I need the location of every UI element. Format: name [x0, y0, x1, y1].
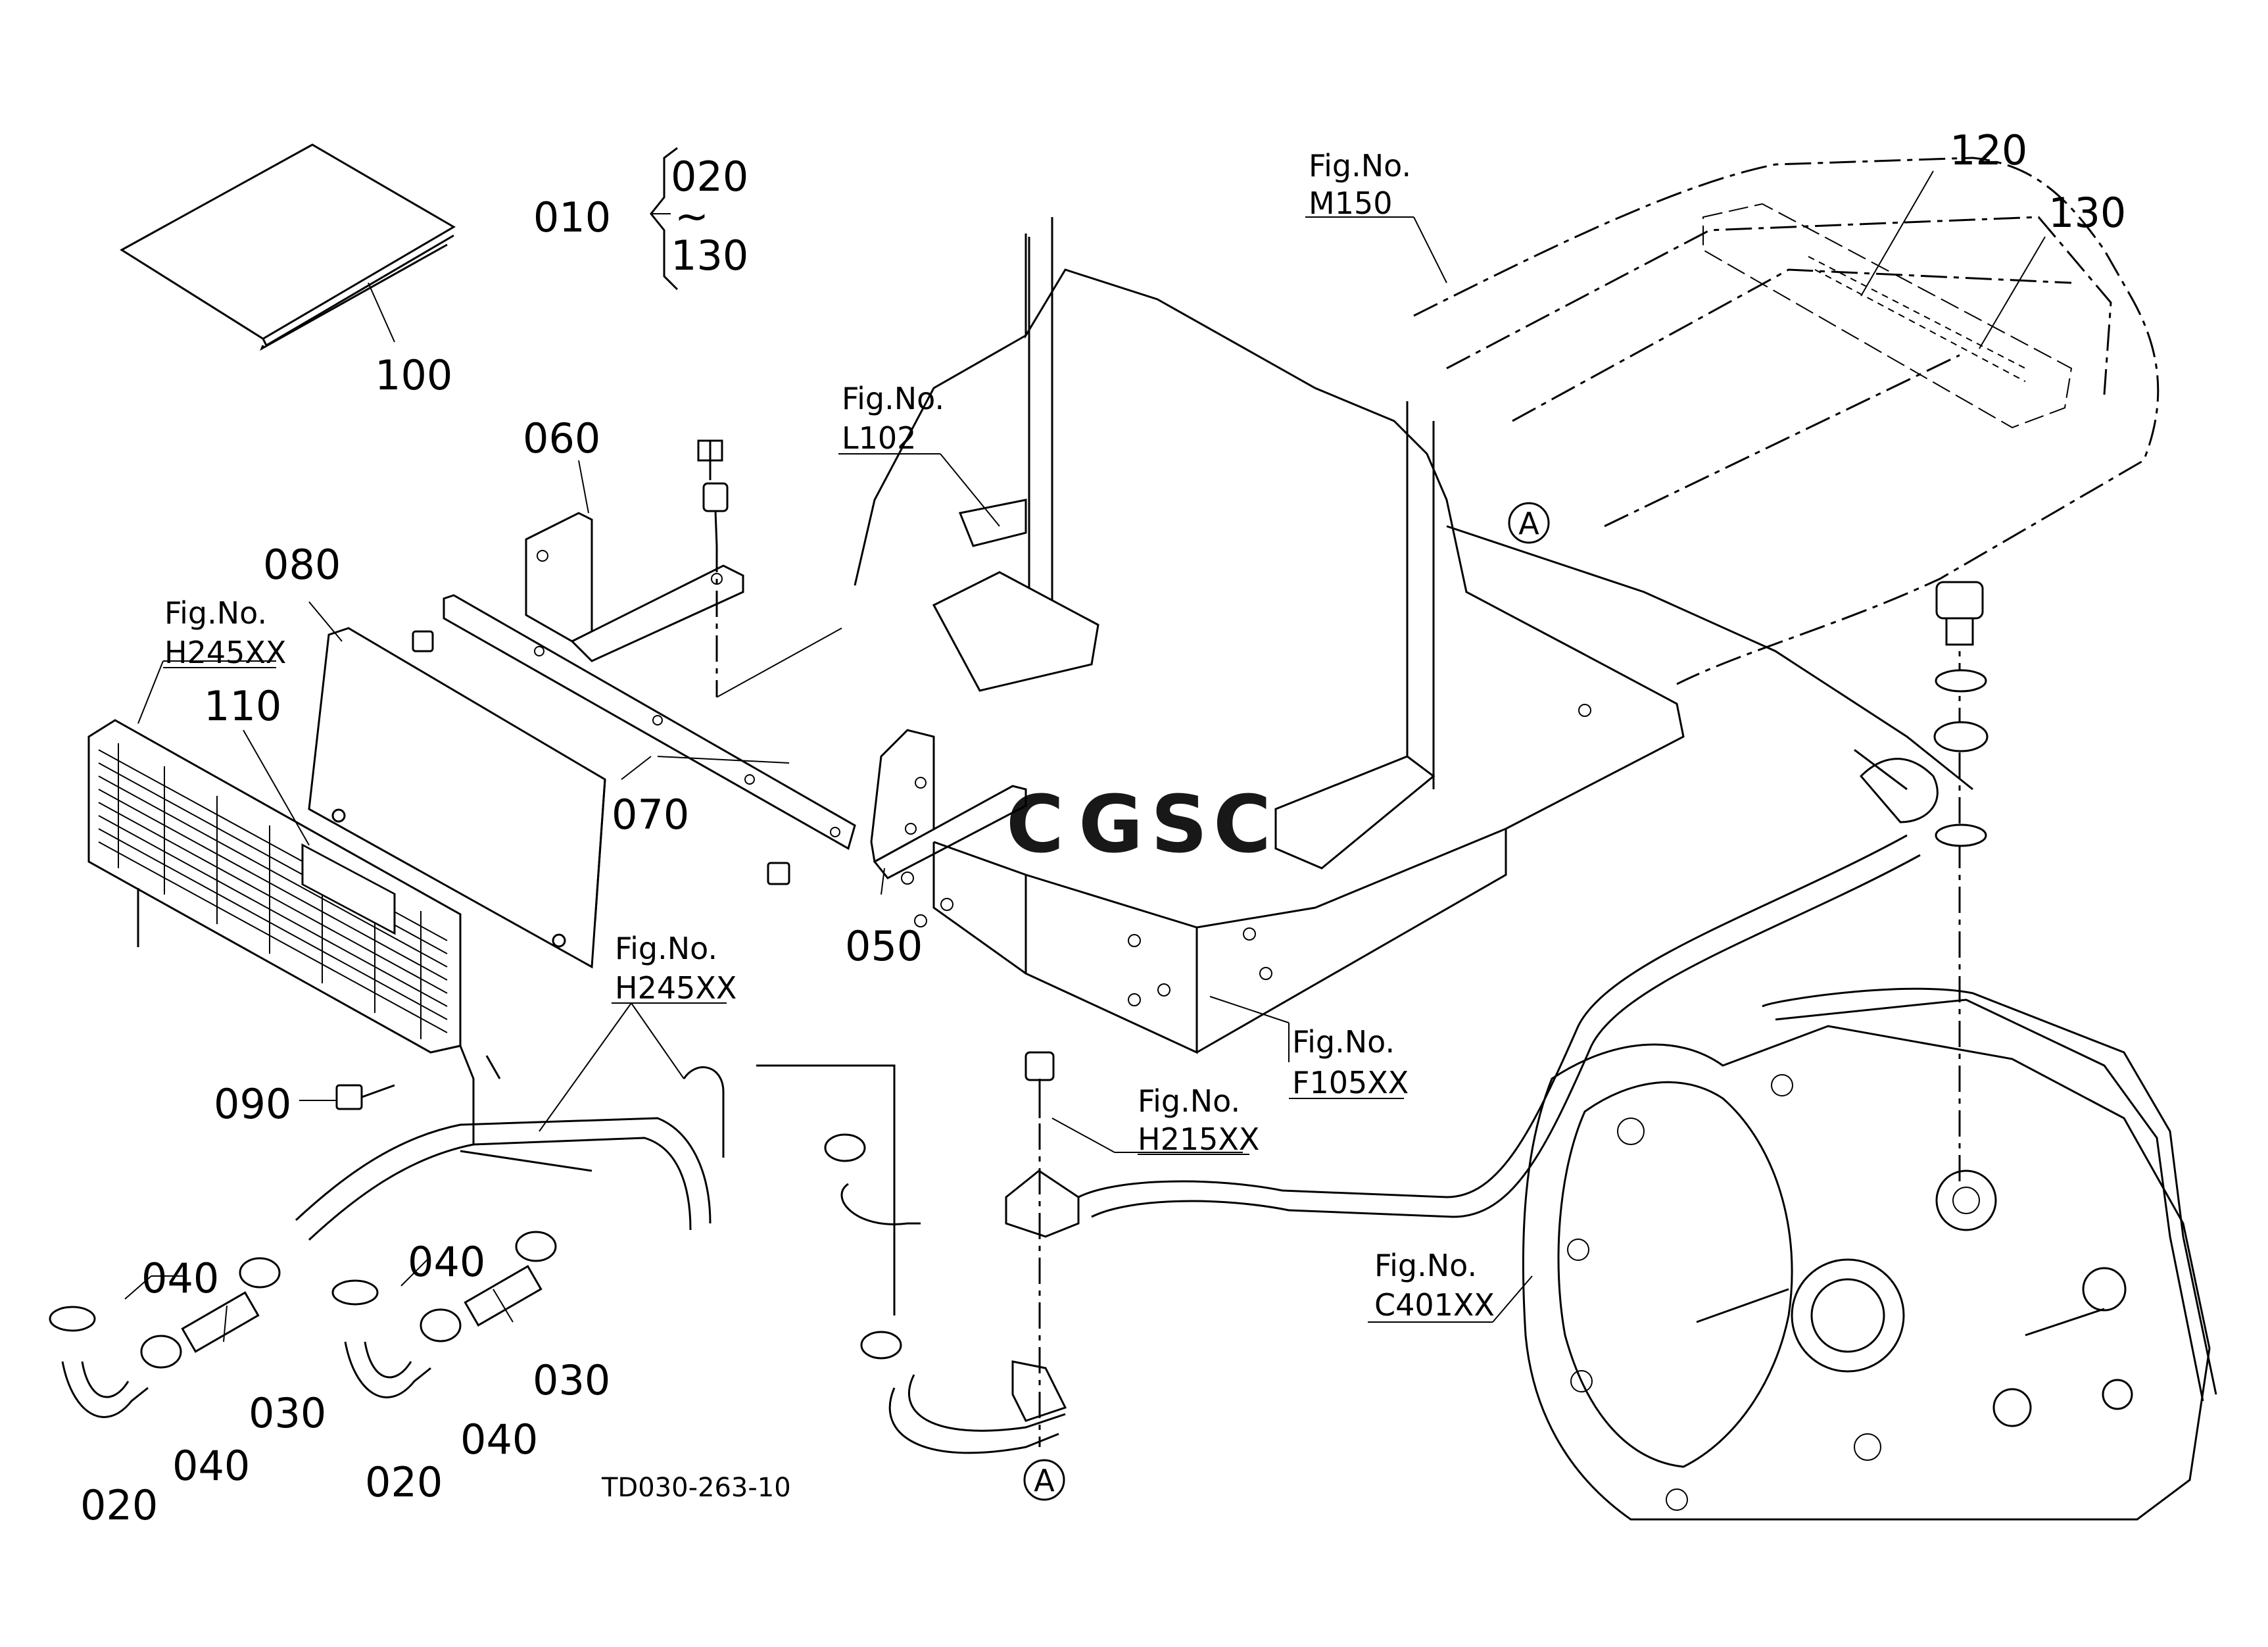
part-030-label-a: 030 [249, 1389, 326, 1437]
part-020-label-a: 020 [80, 1481, 158, 1529]
fig-f105-label: Fig.No. [1292, 1024, 1395, 1060]
fig-l102-ref: L102 [842, 420, 916, 456]
bracket-060-drawing [525, 439, 744, 662]
fig-h215-label: Fig.No. [1138, 1083, 1240, 1119]
fig-c401-label: Fig.No. [1374, 1248, 1477, 1283]
hose-020-left-drawing [61, 1361, 149, 1418]
hose-020-right-drawing [344, 1341, 431, 1398]
watermark-letter-3: S [1151, 779, 1207, 871]
marker-a-top: A [1518, 506, 1539, 541]
watermark: C G S C [1006, 779, 1271, 871]
bolt-top-drawing [702, 482, 729, 547]
part-110-label: 110 [204, 682, 281, 730]
kit-set-number: 010 [533, 193, 611, 241]
part-030-label-b: 030 [533, 1356, 610, 1404]
part-090-label: 090 [214, 1080, 291, 1128]
figure-ref-underlines [163, 216, 1493, 1323]
fig-h215-ref: H215XX [1138, 1121, 1259, 1157]
watermark-letter-1: C [1006, 779, 1064, 871]
part-020-label-b: 020 [365, 1458, 443, 1506]
kit-range-start: 020 [671, 153, 748, 201]
fig-l102-label: Fig.No. [842, 381, 944, 416]
fitting-stack-drawing [1854, 581, 1989, 847]
transmission-drawing [1522, 987, 2217, 1521]
part-050-label: 050 [845, 922, 923, 970]
fig-h245-mid-label: Fig.No. [615, 931, 717, 966]
clamp-group-drawing [49, 1133, 902, 1369]
fig-m150-label: Fig.No. [1309, 148, 1411, 184]
bracket-050-drawing [870, 729, 1027, 879]
stay-bar-drawing [443, 594, 856, 850]
part-100-label: 100 [375, 351, 452, 399]
cover-plate-drawing [308, 627, 606, 969]
manual-booklet-drawing [120, 143, 456, 351]
fender-drawing [1413, 157, 2159, 685]
bolt-050-drawing [767, 862, 790, 885]
watermark-letter-2: G [1078, 779, 1144, 871]
watermark-letter-4: C [1213, 779, 1271, 871]
fig-m150-ref: M150 [1309, 185, 1393, 221]
kit-range-end: 130 [671, 232, 748, 280]
marker-a-top-circle [1508, 502, 1550, 544]
part-040-label-c: 040 [408, 1238, 485, 1286]
part-040-label-d: 040 [460, 1415, 538, 1463]
fig-c401-ref: C401XX [1374, 1287, 1495, 1323]
part-120-label: 120 [1950, 126, 2027, 174]
part-040-label-b: 040 [172, 1442, 250, 1490]
part-040-label-a: 040 [141, 1254, 219, 1302]
bolt-090-drawing [335, 1084, 395, 1110]
kit-range-tilde: ~ [675, 192, 709, 240]
part-060-label: 060 [523, 414, 600, 462]
part-070-label: 070 [612, 791, 689, 839]
fig-h245-mid-ref: H245XX [615, 970, 736, 1006]
frame-drawing [854, 217, 1973, 1054]
part-130-label: 130 [2048, 189, 2126, 237]
marker-a-bottom: A [1034, 1463, 1055, 1498]
hose-routing-drawing [295, 546, 1961, 1454]
bolt-left-drawing [412, 630, 434, 652]
drawing-code: TD030-263-10 [601, 1473, 791, 1503]
hose-030-right-drawing [464, 1265, 543, 1327]
fig-h245-top-ref: H245XX [164, 635, 286, 670]
hose-030-left-drawing [181, 1291, 260, 1353]
fig-f105-ref: F105XX [1292, 1065, 1409, 1100]
fig-h245-top-label: Fig.No. [164, 595, 267, 631]
part-080-label: 080 [263, 541, 341, 589]
marker-a-bottom-circle [1023, 1459, 1065, 1501]
oil-cooler-drawing [87, 719, 501, 1144]
